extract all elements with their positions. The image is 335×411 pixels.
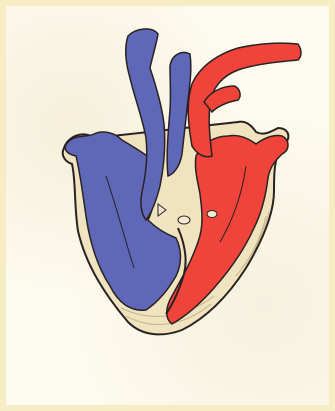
- heart-diagram: [6, 6, 329, 405]
